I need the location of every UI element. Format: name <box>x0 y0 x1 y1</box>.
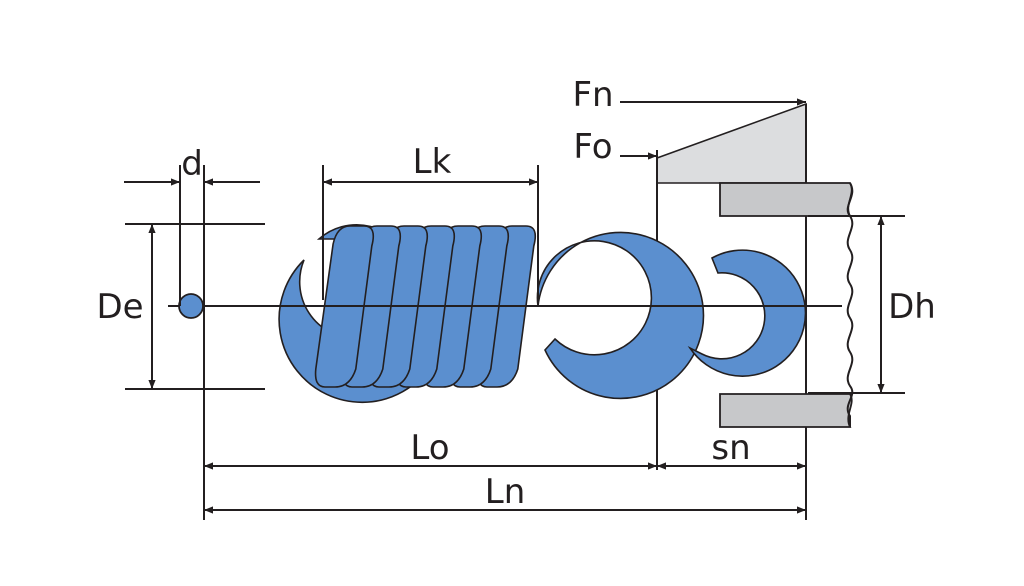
stretched-length-dimension: Ln <box>204 472 806 514</box>
wire-diameter-dimension: d <box>124 144 260 520</box>
force-area <box>656 102 807 184</box>
label-lk: Lk <box>413 142 452 182</box>
outer-diameter-dimension: De <box>96 223 265 390</box>
label-dh: Dh <box>888 287 936 327</box>
spring <box>278 224 807 404</box>
label-de: De <box>96 287 143 327</box>
right-hook <box>687 249 807 377</box>
break-line <box>846 182 854 427</box>
label-fn: Fn <box>572 75 613 115</box>
force-labels: Fn Fo <box>572 75 806 167</box>
label-sn: sn <box>711 428 750 468</box>
label-lo: Lo <box>410 428 449 468</box>
stroke-dimension: sn <box>657 428 806 470</box>
label-fo: Fo <box>573 127 612 167</box>
lower-plate <box>719 393 853 428</box>
upper-plate <box>719 182 853 217</box>
label-d: d <box>181 144 203 184</box>
support-plates <box>719 182 905 428</box>
coil-length-dimension: Lk <box>322 142 539 300</box>
hook-diameter-dimension: Dh <box>877 216 936 393</box>
wire-section-circle <box>178 293 204 319</box>
right-end-hook <box>536 231 705 400</box>
free-length-dimension: Lo <box>204 428 657 470</box>
label-ln: Ln <box>485 472 526 512</box>
